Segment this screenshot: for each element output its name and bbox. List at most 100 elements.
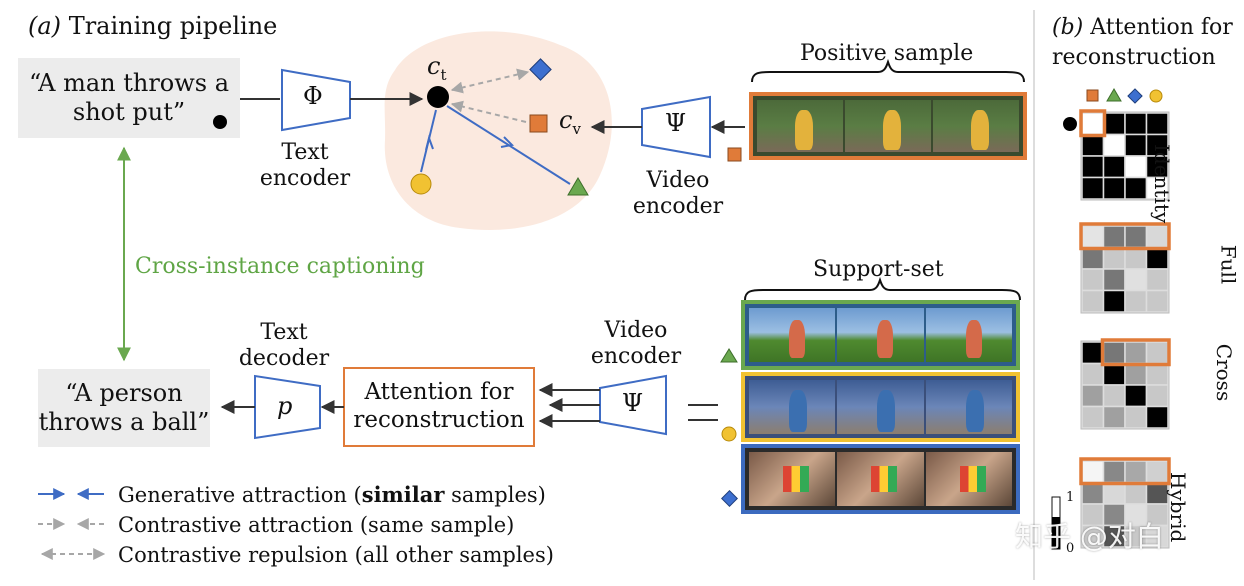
cv-label: cv bbox=[559, 106, 581, 138]
matrix-identity-cell bbox=[1145, 176, 1169, 200]
support-yellow-frame-2 bbox=[837, 380, 924, 434]
b-header-diamond bbox=[1127, 88, 1143, 104]
positive-frame-2-athlete bbox=[883, 110, 901, 150]
scale-max-label: 1 bbox=[1066, 490, 1075, 505]
support-yellow-frame-3-athlete bbox=[965, 390, 984, 432]
matrix-identity-cell bbox=[1124, 155, 1148, 179]
matrix-cross-cell bbox=[1081, 384, 1105, 408]
yellow-circle-point bbox=[410, 173, 432, 195]
matrix-full-cell bbox=[1145, 289, 1169, 313]
panel-b-title-line2: reconstruction bbox=[1052, 45, 1216, 70]
matrix-cross-cell bbox=[1102, 341, 1126, 365]
matrix-identity-frame bbox=[1080, 111, 1170, 201]
matrix-hybrid-cell bbox=[1145, 524, 1169, 548]
matrix-identity-cell bbox=[1081, 112, 1105, 136]
scale-min-label: 0 bbox=[1066, 541, 1075, 556]
matrix-cross-cell bbox=[1102, 362, 1126, 386]
matrix-cross-cell bbox=[1145, 405, 1169, 429]
matrix-full-cell bbox=[1102, 225, 1126, 249]
generative-arrow-yellow-mid bbox=[425, 134, 434, 151]
b-header-triangle bbox=[1106, 88, 1122, 102]
video-encoder-top-label: Video encoder bbox=[632, 167, 724, 219]
support-video-blue bbox=[741, 444, 1020, 514]
positive-frame-1-athlete bbox=[795, 110, 813, 150]
reconstructed-text-box: “A person throws a ball” bbox=[38, 369, 210, 447]
matrix-label-full: Full bbox=[1216, 244, 1241, 285]
positive-frame-3 bbox=[933, 100, 1019, 152]
matrix-cross-cell bbox=[1102, 405, 1126, 429]
video-encoder-bottom-label: Video encoder bbox=[590, 317, 682, 369]
matrix-identity-cell bbox=[1081, 155, 1105, 179]
matrix-hybrid-cell bbox=[1124, 481, 1148, 505]
text-encoder-label: Text encoder bbox=[259, 139, 351, 191]
green-triangle-point bbox=[567, 177, 589, 196]
support-blue-frame-1 bbox=[749, 452, 836, 506]
matrix-full-cell bbox=[1124, 289, 1148, 313]
matrix-cross-cell bbox=[1102, 384, 1126, 408]
embedding-space-blob bbox=[384, 31, 612, 230]
support-green-frame-1 bbox=[749, 308, 836, 362]
positive-sample-label: Positive sample bbox=[800, 41, 974, 66]
positive-orange-square bbox=[727, 147, 742, 162]
support-blue-diamond bbox=[721, 490, 738, 507]
matrix-full-cell bbox=[1124, 246, 1148, 270]
support-green-frame-2 bbox=[837, 308, 924, 362]
matrix-cross-cell bbox=[1145, 341, 1169, 365]
matrix-hybrid-cell bbox=[1102, 481, 1126, 505]
matrix-full-cell bbox=[1145, 268, 1169, 292]
matrix-label-cross: Cross bbox=[1212, 343, 1237, 402]
panel-a-label: (a) bbox=[28, 12, 62, 40]
matrix-full-cell bbox=[1145, 246, 1169, 270]
panel-a-title: Training pipeline bbox=[68, 12, 278, 40]
matrix-identity-cell bbox=[1124, 176, 1148, 200]
phi-symbol: Φ bbox=[303, 82, 323, 110]
psi-symbol-bottom: Ψ bbox=[622, 389, 644, 417]
matrix-hybrid-cell bbox=[1124, 460, 1148, 484]
support-blue-frame-1-cube bbox=[783, 466, 809, 492]
legend-generative: Generative attraction (similar samples) bbox=[118, 482, 546, 507]
matrix-full-cell bbox=[1145, 225, 1169, 249]
support-green-triangle bbox=[720, 348, 738, 363]
positive-sample-video bbox=[749, 92, 1027, 160]
matrix-hybrid-cell bbox=[1145, 460, 1169, 484]
matrix-full-cell bbox=[1081, 246, 1105, 270]
cross-instance-label: Cross-instance captioning bbox=[135, 254, 425, 279]
panel-b-label: (b) bbox=[1052, 15, 1084, 40]
support-yellow-circle bbox=[721, 426, 737, 442]
matrix-full-cell bbox=[1081, 289, 1105, 313]
caption-black-dot bbox=[213, 115, 227, 129]
matrix-cross-highlight bbox=[1100, 338, 1171, 367]
video-encoder-top-trapezoid bbox=[641, 95, 711, 159]
legend-generative-prefix: Generative attraction ( bbox=[118, 483, 362, 507]
psi-symbol-top: Ψ bbox=[665, 109, 687, 137]
matrix-cross-cell bbox=[1124, 341, 1148, 365]
matrix-hybrid-cell bbox=[1081, 460, 1105, 484]
support-blue-frame-2 bbox=[837, 452, 924, 506]
cv-label-sub: v bbox=[572, 119, 581, 138]
support-blue-frame-3-cube bbox=[959, 466, 986, 492]
attention-box bbox=[343, 367, 535, 447]
support-green-frame-3-athlete bbox=[965, 320, 982, 358]
matrix-hybrid-cell bbox=[1102, 460, 1126, 484]
matrix-identity-cell bbox=[1102, 112, 1126, 136]
legend-generative-bold: similar bbox=[361, 482, 445, 507]
matrix-full-cell bbox=[1102, 268, 1126, 292]
matrix-identity-cell bbox=[1102, 155, 1126, 179]
matrix-full-cell bbox=[1102, 289, 1126, 313]
cv-label-main: c bbox=[559, 106, 573, 134]
matrix-full-cell bbox=[1081, 268, 1105, 292]
b-row-black-dot bbox=[1063, 117, 1077, 131]
watermark: 知乎 @对白 bbox=[1015, 520, 1164, 553]
text-encoder-trapezoid bbox=[281, 68, 351, 132]
matrix-cross-cell bbox=[1145, 384, 1169, 408]
ct-label-main: c bbox=[427, 52, 441, 80]
matrix-label-identity: Identity bbox=[1150, 144, 1174, 224]
support-video-yellow bbox=[741, 372, 1020, 442]
support-blue-frame-3 bbox=[925, 452, 1012, 506]
positive-frame-1 bbox=[757, 100, 843, 152]
support-yellow-frame-1 bbox=[749, 380, 836, 434]
matrix-identity-highlight bbox=[1079, 109, 1107, 138]
blue-diamond-point bbox=[529, 58, 552, 81]
matrix-identity-cell bbox=[1081, 133, 1105, 157]
matrix-cross-cell bbox=[1081, 341, 1105, 365]
